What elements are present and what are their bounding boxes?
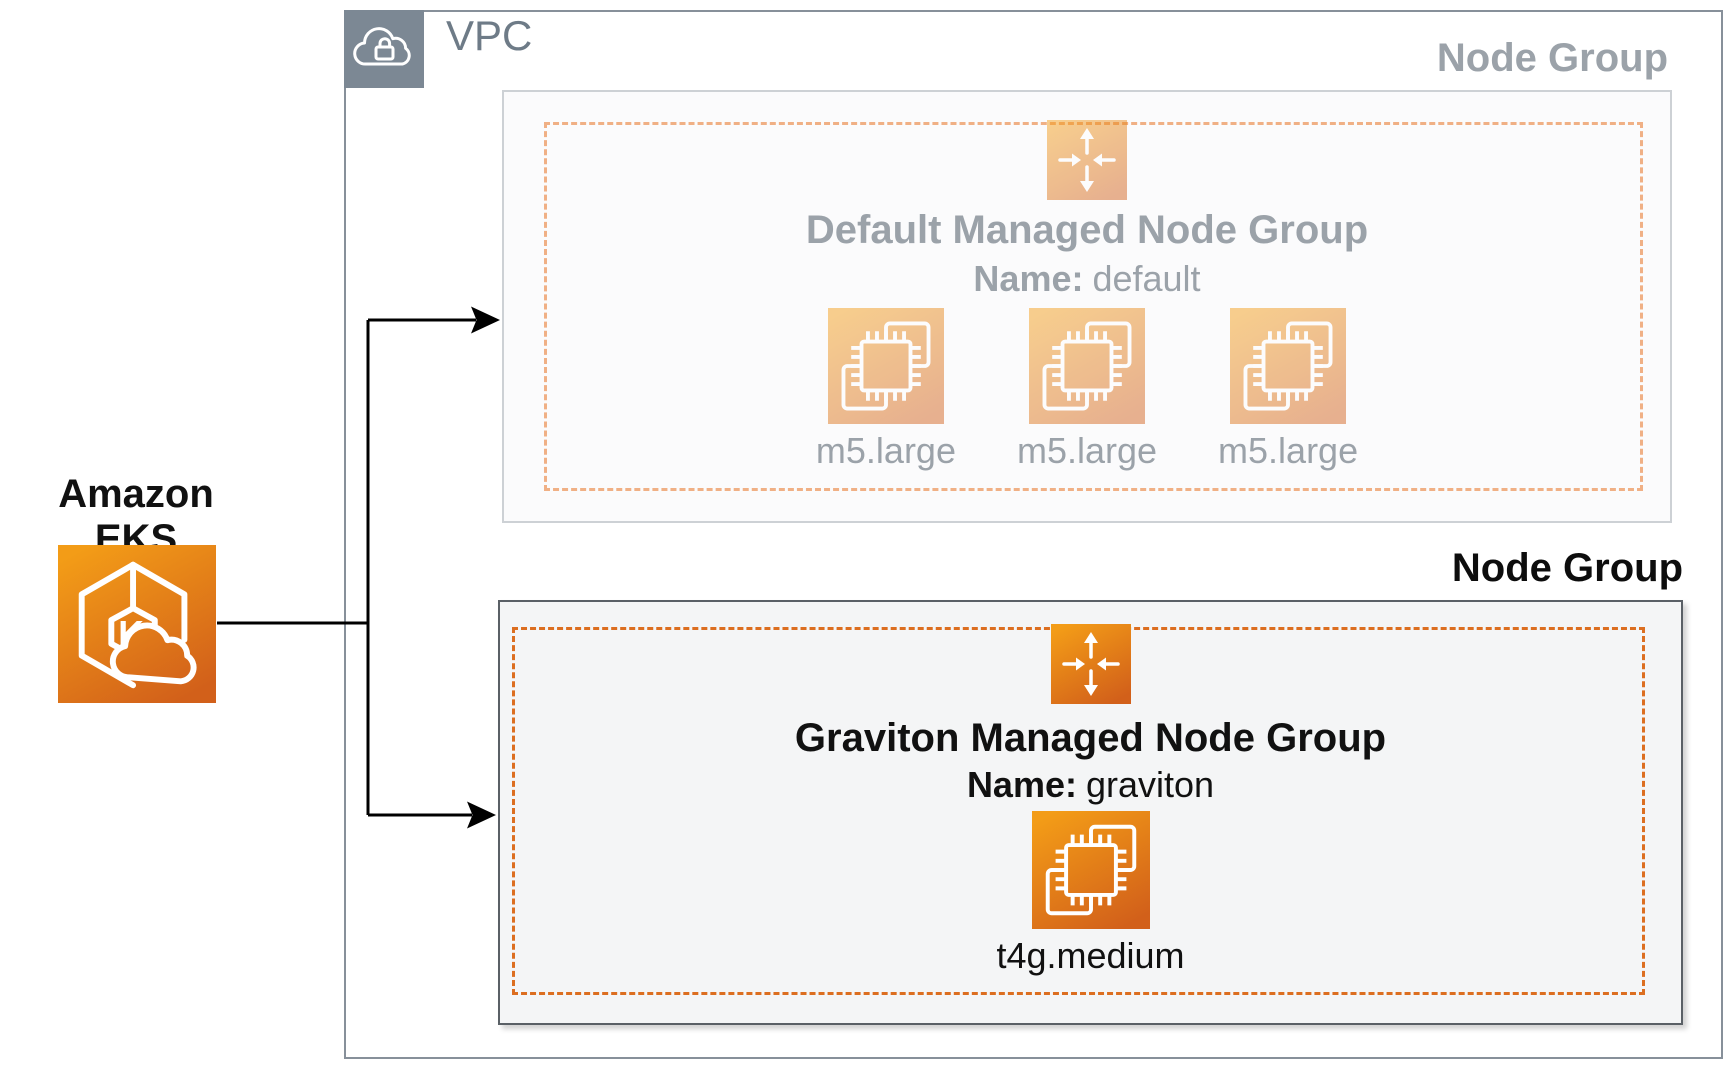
graviton-node-group-box: Graviton Managed Node Group Name:gravito… (498, 600, 1683, 1025)
name-label: Name: (966, 764, 1077, 805)
vpc-cloud-lock-icon (344, 10, 424, 88)
node-group-title: Default Managed Node Group (805, 208, 1369, 252)
instance-type-label: m5.large (815, 430, 956, 471)
instance-row: t4g.medium (500, 811, 1681, 977)
instance-type-label: t4g.medium (996, 935, 1185, 976)
instance-node: t4g.medium (996, 811, 1185, 977)
ec2-instance-icon (1029, 308, 1145, 424)
name-label: Name: (973, 258, 1084, 299)
instance-node: m5.large (816, 308, 956, 472)
node-group-badge-graviton: Node Group (1451, 546, 1683, 590)
eks-label: Amazon EKS (58, 472, 214, 561)
instance-type-label: m5.large (1218, 430, 1359, 471)
autoscaling-group-icon (1047, 120, 1127, 200)
instance-node: m5.large (1218, 308, 1358, 472)
node-group-badge-default: Node Group (1436, 36, 1668, 80)
name-value: default (1092, 258, 1201, 299)
ec2-instance-icon (827, 308, 944, 424)
eks-icon: K (57, 545, 217, 703)
node-group-name: Name:graviton (500, 764, 1681, 806)
autoscaling-group-icon (1050, 624, 1131, 704)
ec2-instance-icon (1230, 308, 1347, 424)
instance-node: m5.large (1017, 308, 1157, 472)
name-value: graviton (1085, 764, 1215, 805)
vpc-label: VPC (446, 12, 533, 59)
instance-type-label: m5.large (1016, 430, 1158, 471)
node-group-title: Graviton Managed Node Group (794, 716, 1387, 760)
node-group-name: Name:default (504, 258, 1670, 300)
instance-row: m5.large m5.large (504, 308, 1670, 472)
default-node-group-box: Default Managed Node Group Name:default (502, 90, 1672, 523)
ec2-instance-icon (1031, 811, 1150, 929)
